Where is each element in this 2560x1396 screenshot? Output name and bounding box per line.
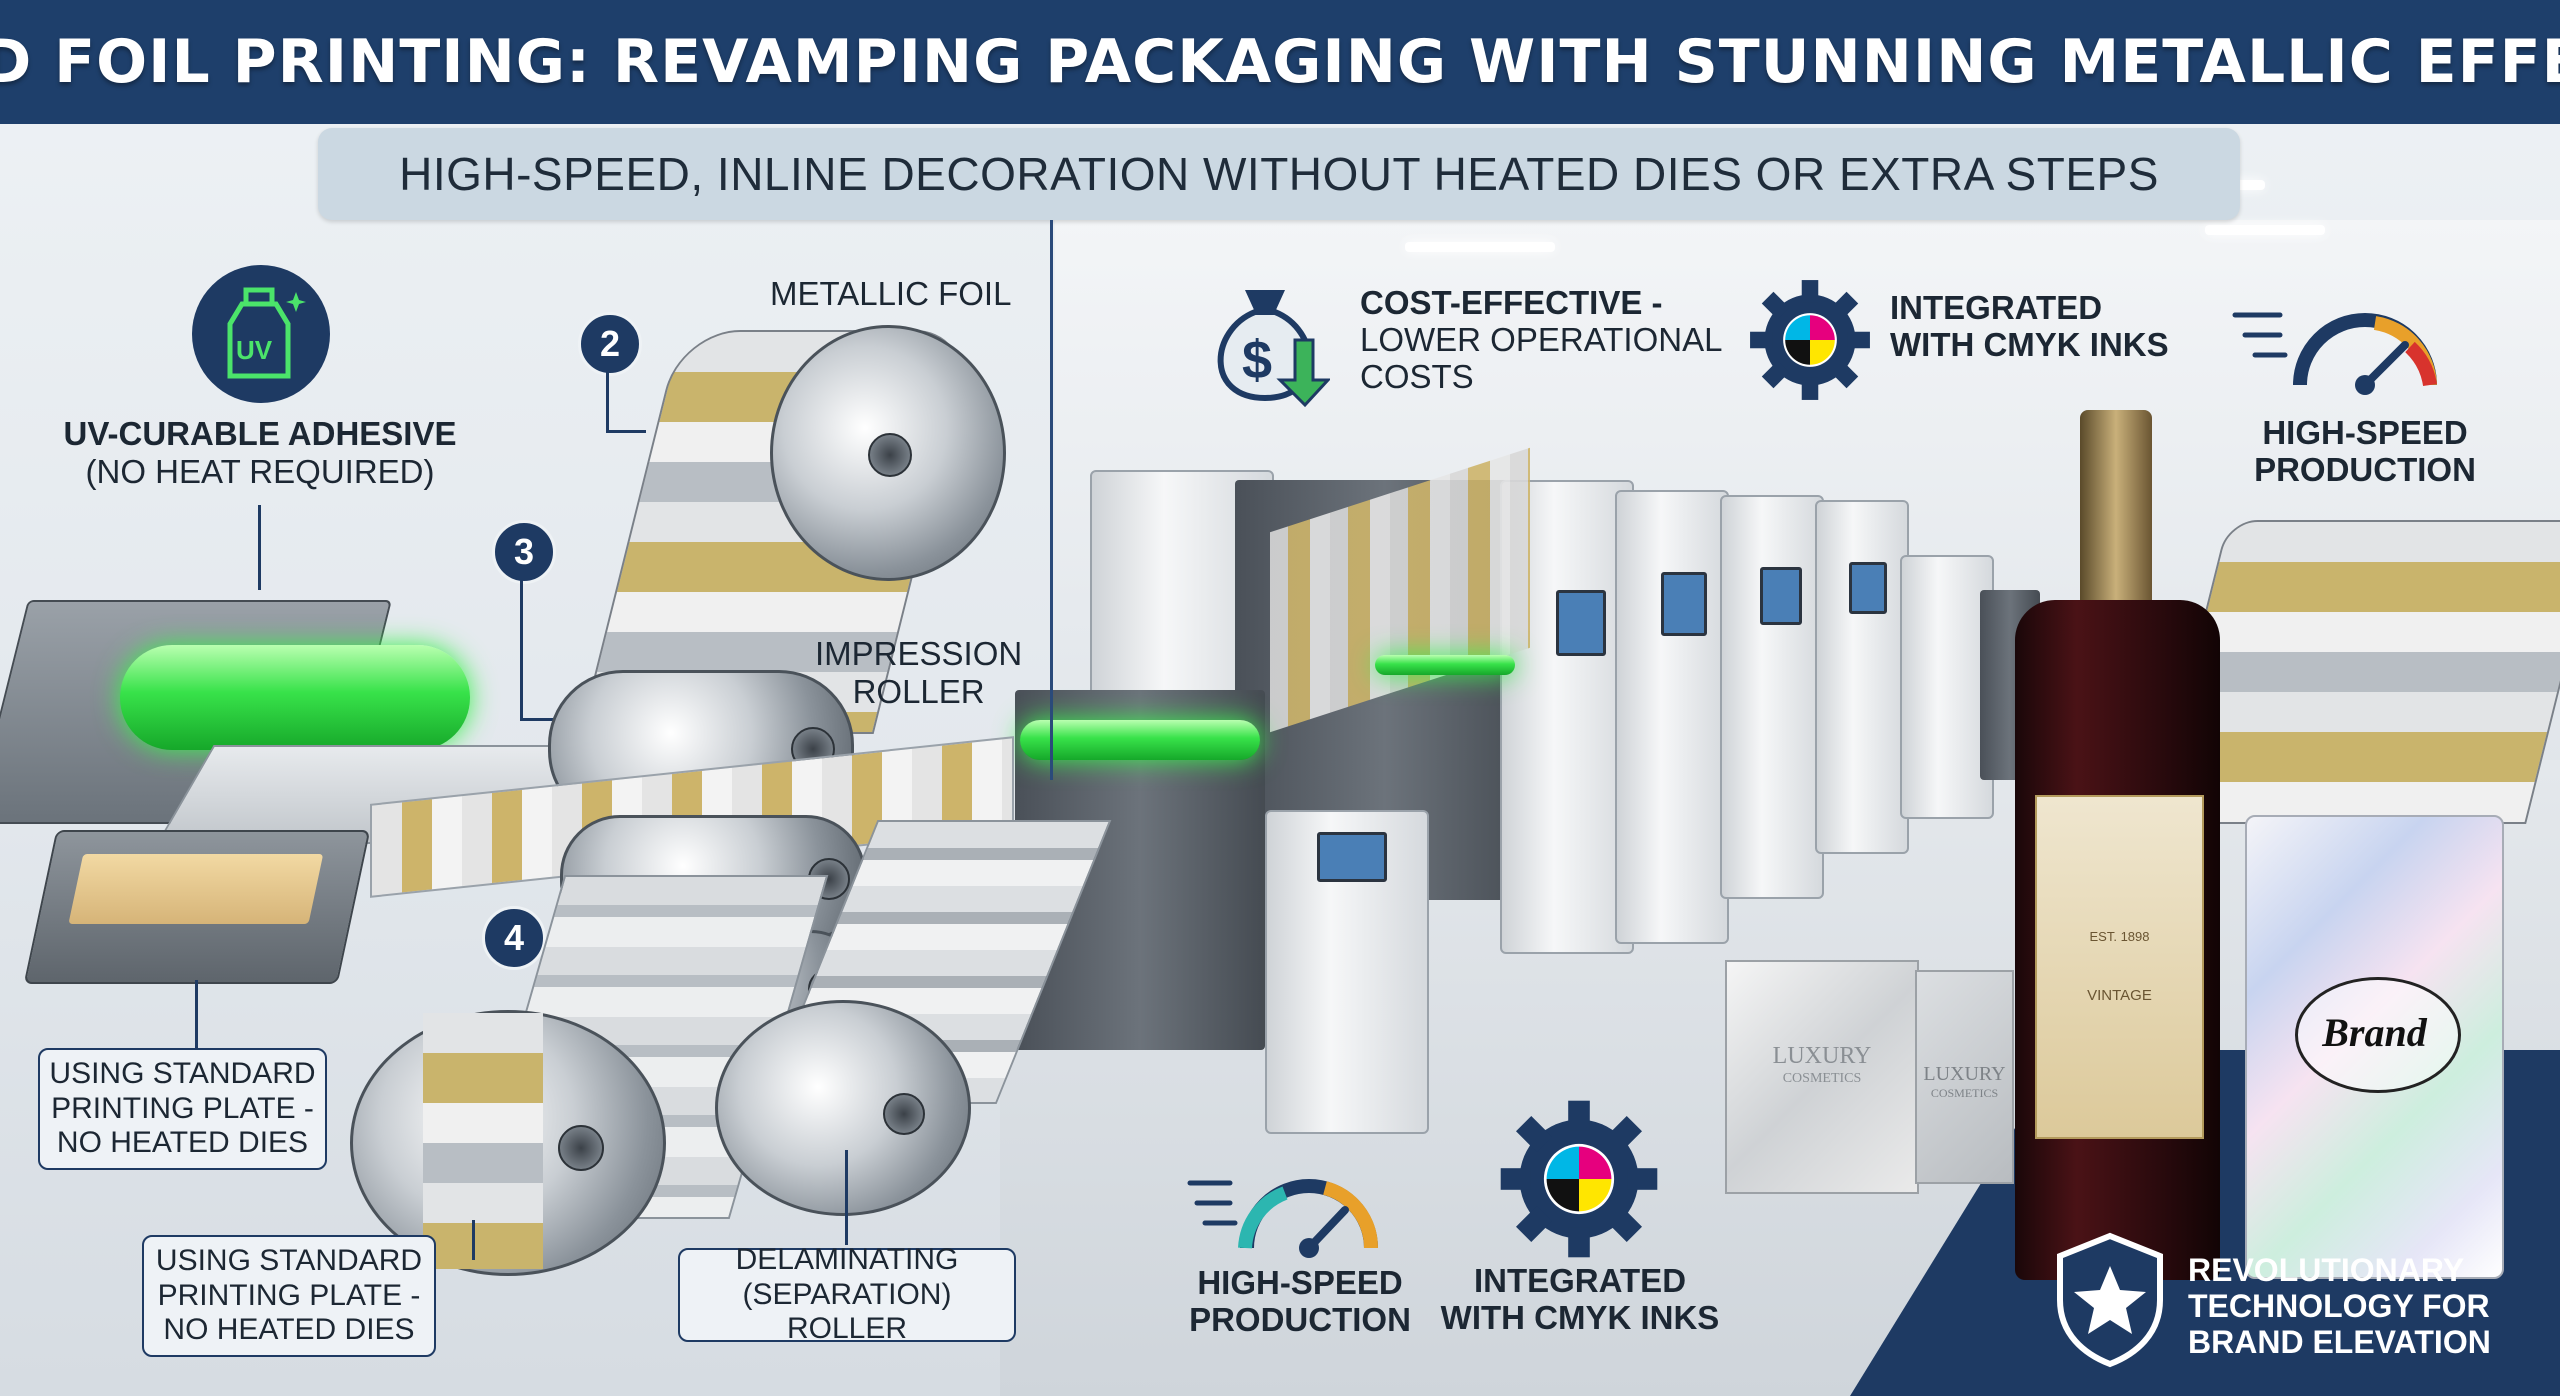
speed-title: HIGH-SPEED (2262, 414, 2468, 451)
uv-curing-light (1375, 655, 1515, 675)
speed-line: PRODUCTION (2254, 450, 2476, 488)
money-bag-icon: $ (1217, 290, 1330, 408)
cmyk-line: WITH CMYK INKS (1890, 325, 2169, 363)
luxury-box: LUXURY COSMETICS (1725, 960, 1919, 1194)
holographic-pouch: Brand (2245, 815, 2504, 1279)
panel-divider (1050, 220, 1053, 780)
brand-text: Brand (2322, 1010, 2427, 1055)
speedometer-icon (1187, 1179, 1379, 1258)
metallic-foil-label: METALLIC FOIL (770, 275, 1012, 312)
wine-est: EST. 1898 (2089, 929, 2150, 944)
leader-line (520, 718, 560, 721)
step-2-badge: 2 (578, 312, 642, 376)
box-side-sublabel: COSMETICS (1930, 1086, 1999, 1100)
title-banner: COLD FOIL PRINTING: REVAMPING PACKAGING … (0, 0, 2560, 124)
step-3-badge: 3 (492, 520, 556, 584)
uv-adhesive-note: (NO HEAT REQUIRED) (85, 452, 435, 490)
press-screen (1760, 567, 1802, 625)
ceiling-light (1405, 242, 1555, 252)
box-sublabel: COSMETICS (1782, 1070, 1862, 1086)
speed-line: PRODUCTION (1189, 1300, 1411, 1338)
uv-curing-light (1020, 720, 1260, 760)
page-title: COLD FOIL PRINTING: REVAMPING PACKAGING … (0, 27, 2560, 97)
impression-roller-line: ROLLER (852, 672, 985, 710)
press-screen (1556, 590, 1606, 656)
ceiling-light (2205, 225, 2325, 235)
cost-title: COST-EFFECTIVE - (1360, 284, 1663, 321)
control-cabinet (1265, 810, 1429, 1134)
uv-adhesive-title: UV-CURABLE ADHESIVE (63, 415, 457, 452)
uv-icon-text: UV (236, 335, 273, 365)
cmyk-title: INTEGRATED (1473, 1262, 1687, 1299)
plate-label-line: PRINTING PLATE - (51, 1091, 314, 1125)
cmyk-title: INTEGRATED (1890, 289, 2103, 326)
delaminating-line: (SEPARATION) ROLLER (742, 1277, 952, 1346)
finished-label-roll (350, 1010, 666, 1276)
adhesive-tray (23, 830, 371, 984)
press-unit (1900, 555, 1994, 819)
leader-line (845, 1150, 848, 1245)
plate-label-line: NO HEATED DIES (163, 1313, 415, 1347)
wine-label: EST. 1898 VINTAGE (2035, 795, 2204, 1139)
speedometer-icon (2232, 312, 2437, 395)
cmyk-gear-icon (1750, 280, 1870, 400)
plate-label-line: USING STANDARD (155, 1244, 423, 1278)
box-side-label: LUXURY (1923, 1063, 2006, 1085)
foil-supply-roll (770, 325, 1006, 581)
speed-title: HIGH-SPEED (1197, 1264, 1403, 1301)
cost-line: LOWER OPERATIONAL (1360, 320, 1723, 358)
luxury-box-side: LUXURY COSMETICS (1915, 970, 2014, 1184)
cmyk-line: WITH CMYK INKS (1440, 1298, 1720, 1336)
leader-line (606, 430, 646, 433)
adhesive-fill (68, 854, 324, 924)
uv-bottle-icon: UV (192, 265, 330, 403)
leader-line (258, 505, 261, 590)
box-label: LUXURY (1772, 1043, 1872, 1069)
step-4-badge: 4 (482, 906, 546, 970)
revolutionary-line: TECHNOLOGY FOR (2188, 1287, 2490, 1324)
plate-label-line: PRINTING PLATE - (157, 1278, 421, 1312)
press-unit (1720, 495, 1824, 899)
svg-text:$: $ (1242, 330, 1272, 390)
subtitle: HIGH-SPEED, INLINE DECORATION WITHOUT HE… (399, 148, 2159, 200)
bottle-neck (2080, 410, 2152, 620)
leader-line (472, 1220, 475, 1260)
revolutionary-line: BRAND ELEVATION (2188, 1323, 2491, 1360)
uv-adhesive-roller (120, 645, 470, 750)
cmyk-gear-icon (1500, 1100, 1658, 1258)
press-unit (1815, 500, 1909, 854)
cost-line: COSTS (1360, 357, 1474, 395)
delaminating-title: DELAMINATING (735, 1243, 959, 1277)
revolutionary-title: REVOLUTIONARY (2188, 1252, 2465, 1288)
press-screen (1849, 562, 1887, 614)
leader-line (606, 372, 609, 432)
plate-label-line: USING STANDARD (49, 1057, 316, 1091)
leader-line (195, 980, 198, 1055)
subtitle-bar: HIGH-SPEED, INLINE DECORATION WITHOUT HE… (318, 128, 2240, 220)
plate-label-line: NO HEATED DIES (56, 1126, 309, 1160)
press-unit (1615, 490, 1729, 944)
control-screen (1317, 832, 1387, 882)
leader-line (520, 580, 523, 720)
press-screen (1661, 572, 1707, 636)
wine-vintage: VINTAGE (2087, 987, 2152, 1004)
impression-roller-title: IMPRESSION (815, 635, 1023, 672)
shield-star-icon (2057, 1232, 2163, 1368)
delaminating-roller (715, 1000, 971, 1216)
